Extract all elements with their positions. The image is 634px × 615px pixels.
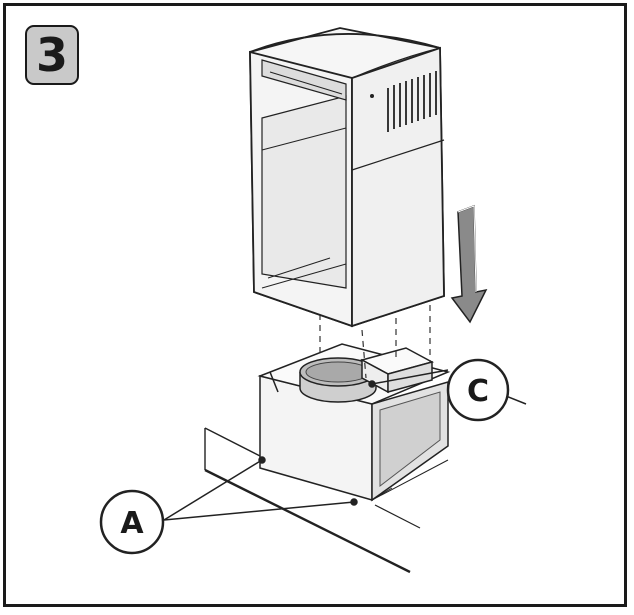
callout-a: A <box>99 489 165 555</box>
wall-lines <box>204 427 421 574</box>
callout-c-label: C <box>467 374 489 409</box>
callout-a-label: A <box>120 506 144 541</box>
panel-border <box>3 3 627 607</box>
duct-collar <box>299 357 377 403</box>
chimney-cover <box>249 27 445 328</box>
callout-c-leader <box>368 369 527 405</box>
callout-c: C <box>446 358 510 422</box>
down-arrow-icon <box>450 204 488 324</box>
callout-a-leaders <box>163 456 358 521</box>
vent-grille <box>370 71 437 132</box>
step-number-badge: 3 <box>25 25 79 85</box>
